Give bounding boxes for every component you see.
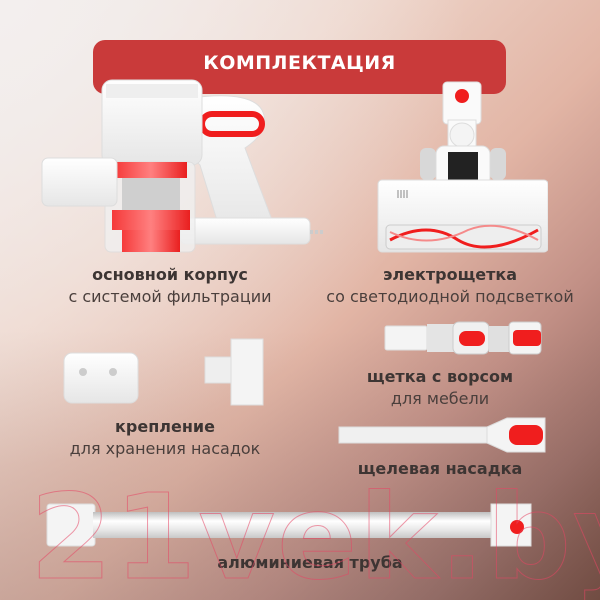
aluminum-tube-image (46, 503, 532, 547)
bristle-brush-image (384, 321, 542, 355)
electric-brush-image (377, 81, 548, 253)
label-subtitle: для хранения насадок (69, 439, 261, 458)
label-title: щелевая насадка (357, 459, 523, 478)
label-bristle-brush: щетка с ворсом для мебели (340, 366, 540, 410)
label-title: алюминиевая труба (217, 553, 403, 572)
label-subtitle: с системой фильтрации (68, 287, 272, 306)
accessory-holder-image (204, 338, 264, 406)
label-electric-brush: электрощетка со светодиодной подсветкой (300, 264, 600, 308)
label-title: электрощетка (382, 265, 518, 284)
label-title: основной корпус (92, 265, 248, 284)
label-aluminum-tube: алюминиевая труба (190, 552, 430, 574)
wall-mount-image (63, 352, 139, 404)
crevice-nozzle-image (338, 417, 546, 453)
label-main-body: основной корпус с системой фильтрации (30, 264, 310, 308)
banner-title: КОМПЛЕКТАЦИЯ (203, 52, 396, 74)
label-subtitle: для мебели (390, 389, 490, 408)
label-subtitle: со светодиодной подсветкой (326, 287, 574, 306)
label-mount: крепление для хранения насадок (40, 416, 290, 460)
label-crevice-nozzle: щелевая насадка (340, 458, 540, 480)
label-title: щетка с ворсом (366, 367, 514, 386)
vacuum-main-body-image (41, 79, 325, 253)
label-title: крепление (115, 417, 215, 436)
